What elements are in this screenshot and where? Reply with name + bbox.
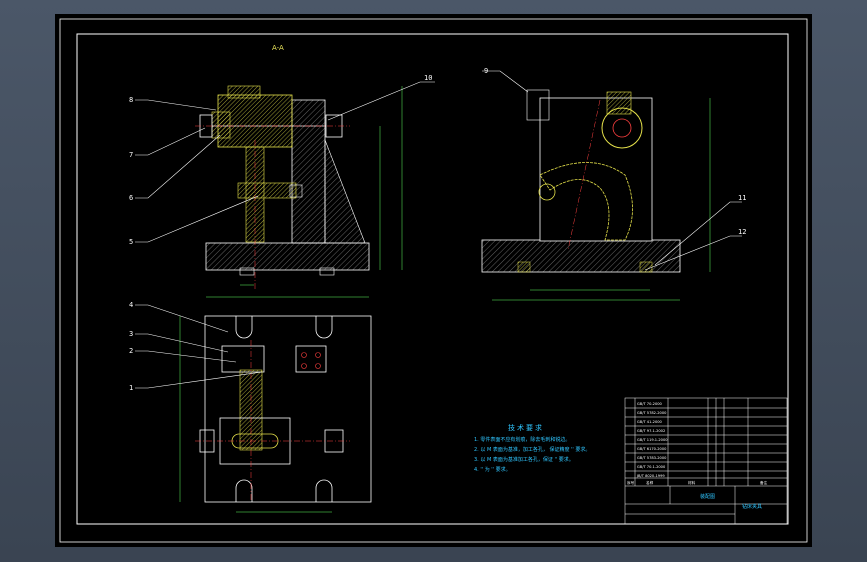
title-drawing-title: 装配图 <box>700 493 715 500</box>
inner-border <box>76 33 789 525</box>
title-header-material: 材料 <box>688 480 696 485</box>
title-block-row: GB/T 70.1-2000 <box>637 465 666 469</box>
base-slot-left <box>239 267 255 276</box>
callout-leaders <box>135 70 742 389</box>
top-slot-1 <box>235 316 253 339</box>
title-block <box>624 397 788 525</box>
title-header-index: 序号 <box>627 480 635 485</box>
clamp-nut <box>211 111 231 139</box>
section-label: A-A <box>272 44 284 52</box>
title-block-row: GB/T 5783-2000 <box>637 456 667 460</box>
title-block-row: GB/T 41-2000 <box>637 420 663 424</box>
callout-2: 2 <box>129 347 133 355</box>
rib <box>324 139 366 244</box>
side-arm-hole <box>538 183 556 201</box>
tech-requirement-line-2: 2. 以 M 表面为基准，加工各孔， 保证精度 '' 要求。 <box>474 446 590 453</box>
title-block-row: GB/T 97.1-2002 <box>637 429 665 433</box>
technical-requirements: 技术要求 1. 零件表面不应有划痕，除去毛刺和锐边。 2. 以 M 表面为基准，… <box>474 423 590 473</box>
callout-5: 5 <box>129 238 133 246</box>
base-slot-right <box>319 267 335 276</box>
title-block-row: GB/T 5782-2000 <box>637 411 667 415</box>
top-support <box>295 345 327 373</box>
outer-border <box>59 18 808 543</box>
top-hole-2 <box>315 352 321 358</box>
title-header-note: 备注 <box>760 480 768 485</box>
tech-requirements-title: 技术要求 <box>508 423 544 432</box>
callout-11: 11 <box>738 194 746 202</box>
side-workpiece-arm <box>539 162 633 241</box>
drill-bushing <box>227 85 261 99</box>
tech-requirement-line-3: 3. 以 M 表面为基准加工各孔，保证 '' 要求。 <box>474 456 574 463</box>
top-view <box>179 315 372 513</box>
callout-12: 12 <box>738 228 746 236</box>
title-block-row: GB/T 6170-2000 <box>637 447 667 451</box>
top-slot-4 <box>315 479 333 502</box>
tech-requirement-line-4: 4. '' 为 '' 要求。 <box>474 466 511 473</box>
top-hole-1 <box>301 352 307 358</box>
sheet-background <box>55 14 812 547</box>
side-body <box>539 97 653 242</box>
callout-7: 7 <box>129 151 133 159</box>
callout-9: 9 <box>484 67 488 75</box>
side-centerline <box>567 99 601 251</box>
side-screw-left <box>517 261 531 273</box>
side-workpiece-ring <box>601 107 643 149</box>
support-column <box>291 99 326 244</box>
title-block-row: GB/T 119.1-2000 <box>637 438 668 442</box>
side-bushing <box>606 91 632 115</box>
side-screw-right <box>639 261 653 273</box>
callout-10: 10 <box>424 74 432 82</box>
section-view-a-a: A-A <box>195 44 403 298</box>
pin-head <box>289 184 303 198</box>
cross-pin <box>237 182 297 199</box>
top-base-outline <box>204 315 372 503</box>
top-hole-3 <box>301 363 307 369</box>
top-slot-2 <box>315 316 333 339</box>
callout-4: 4 <box>129 301 133 309</box>
title-block-row: GB/T 70-2000 <box>637 402 663 406</box>
callout-6: 6 <box>129 194 133 202</box>
title-block-row: JB/T 8020-1999 <box>636 474 665 478</box>
side-block <box>526 89 550 121</box>
tech-requirement-line-1: 1. 零件表面不应有划痕，除去毛刺和锐边。 <box>474 436 570 443</box>
top-hole-4 <box>315 363 321 369</box>
side-workpiece-hole <box>612 118 632 138</box>
title-header-name: 名称 <box>646 480 654 485</box>
side-view <box>481 89 711 301</box>
callout-1: 1 <box>129 384 133 392</box>
base-plate <box>205 242 370 271</box>
top-slot-3 <box>235 479 253 502</box>
callout-8: 8 <box>129 96 133 104</box>
callout-3: 3 <box>129 330 133 338</box>
title-product-name: 钻床夹具 <box>742 503 762 510</box>
